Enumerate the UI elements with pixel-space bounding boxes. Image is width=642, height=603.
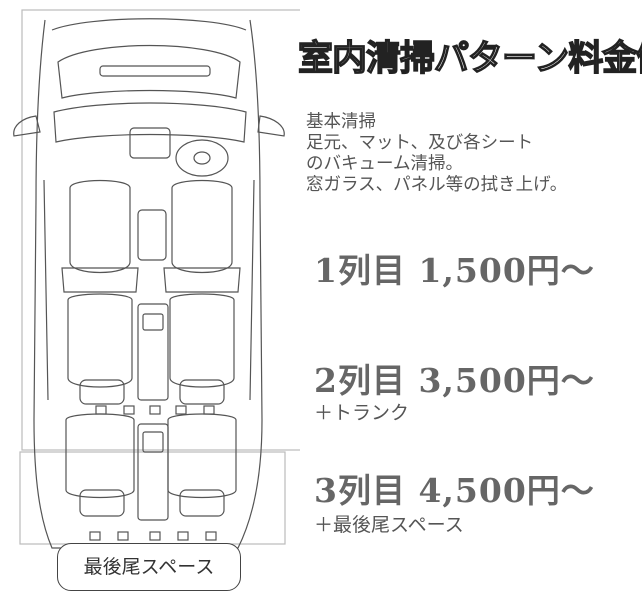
cabin-frame [21, 9, 300, 451]
dashboard [53, 102, 247, 143]
steering-hub [193, 151, 211, 165]
description-line-2: のバキューム清掃。 [306, 154, 463, 174]
rear-space-label: 最後尾スペース [57, 543, 241, 591]
third-row-center [137, 423, 169, 521]
windshield [57, 44, 241, 99]
third-row-seat-left [65, 413, 135, 499]
front-seat-right [171, 179, 233, 274]
third-row-back-right [179, 489, 225, 517]
steering-wheel [175, 139, 229, 177]
right-mirror [257, 115, 285, 137]
defroster-vent [99, 65, 211, 77]
second-row-console [142, 313, 164, 331]
description-line-3: 窓ガラス、パネル等の拭き上げ。 [306, 175, 568, 195]
second-row-seat-left [67, 293, 133, 388]
center-console-top [129, 127, 171, 159]
price-row-2-note: ＋トランク [314, 402, 410, 424]
third-row-back-left [79, 489, 125, 517]
price-row-1: 1列目 1,500円～ [314, 251, 595, 290]
front-console [137, 209, 167, 261]
price-row-3: 3列目 4,500円～ [314, 471, 595, 510]
front-seat-left [69, 179, 131, 274]
third-row-console [142, 431, 164, 453]
car-body-outline [33, 19, 263, 549]
third-row-seat-right [167, 413, 237, 499]
front-seat-back-right [163, 267, 241, 293]
page-title: 室内清掃パターン料金例 [297, 38, 642, 79]
second-row-back-left [79, 379, 125, 405]
second-row-center [137, 303, 169, 401]
seat-anchors [89, 405, 217, 541]
car-top-view-illustration [13, 9, 300, 549]
door-lines [43, 179, 255, 401]
second-row-back-right [179, 379, 225, 405]
price-row-3-note: ＋最後尾スペース [314, 514, 464, 536]
hood-line [51, 18, 247, 31]
description-line-1: 足元、マット、及び各シート [306, 133, 534, 153]
left-mirror [13, 115, 41, 137]
price-row-2: 2列目 3,500円～ [314, 361, 595, 400]
service-description: 基本清掃 足元、マット、及び各シート のバキューム清掃。 窓ガラス、パネル等の拭… [306, 112, 567, 196]
description-heading: 基本清掃 [306, 112, 376, 132]
front-seat-back-left [61, 267, 139, 293]
second-row-seat-right [169, 293, 235, 388]
